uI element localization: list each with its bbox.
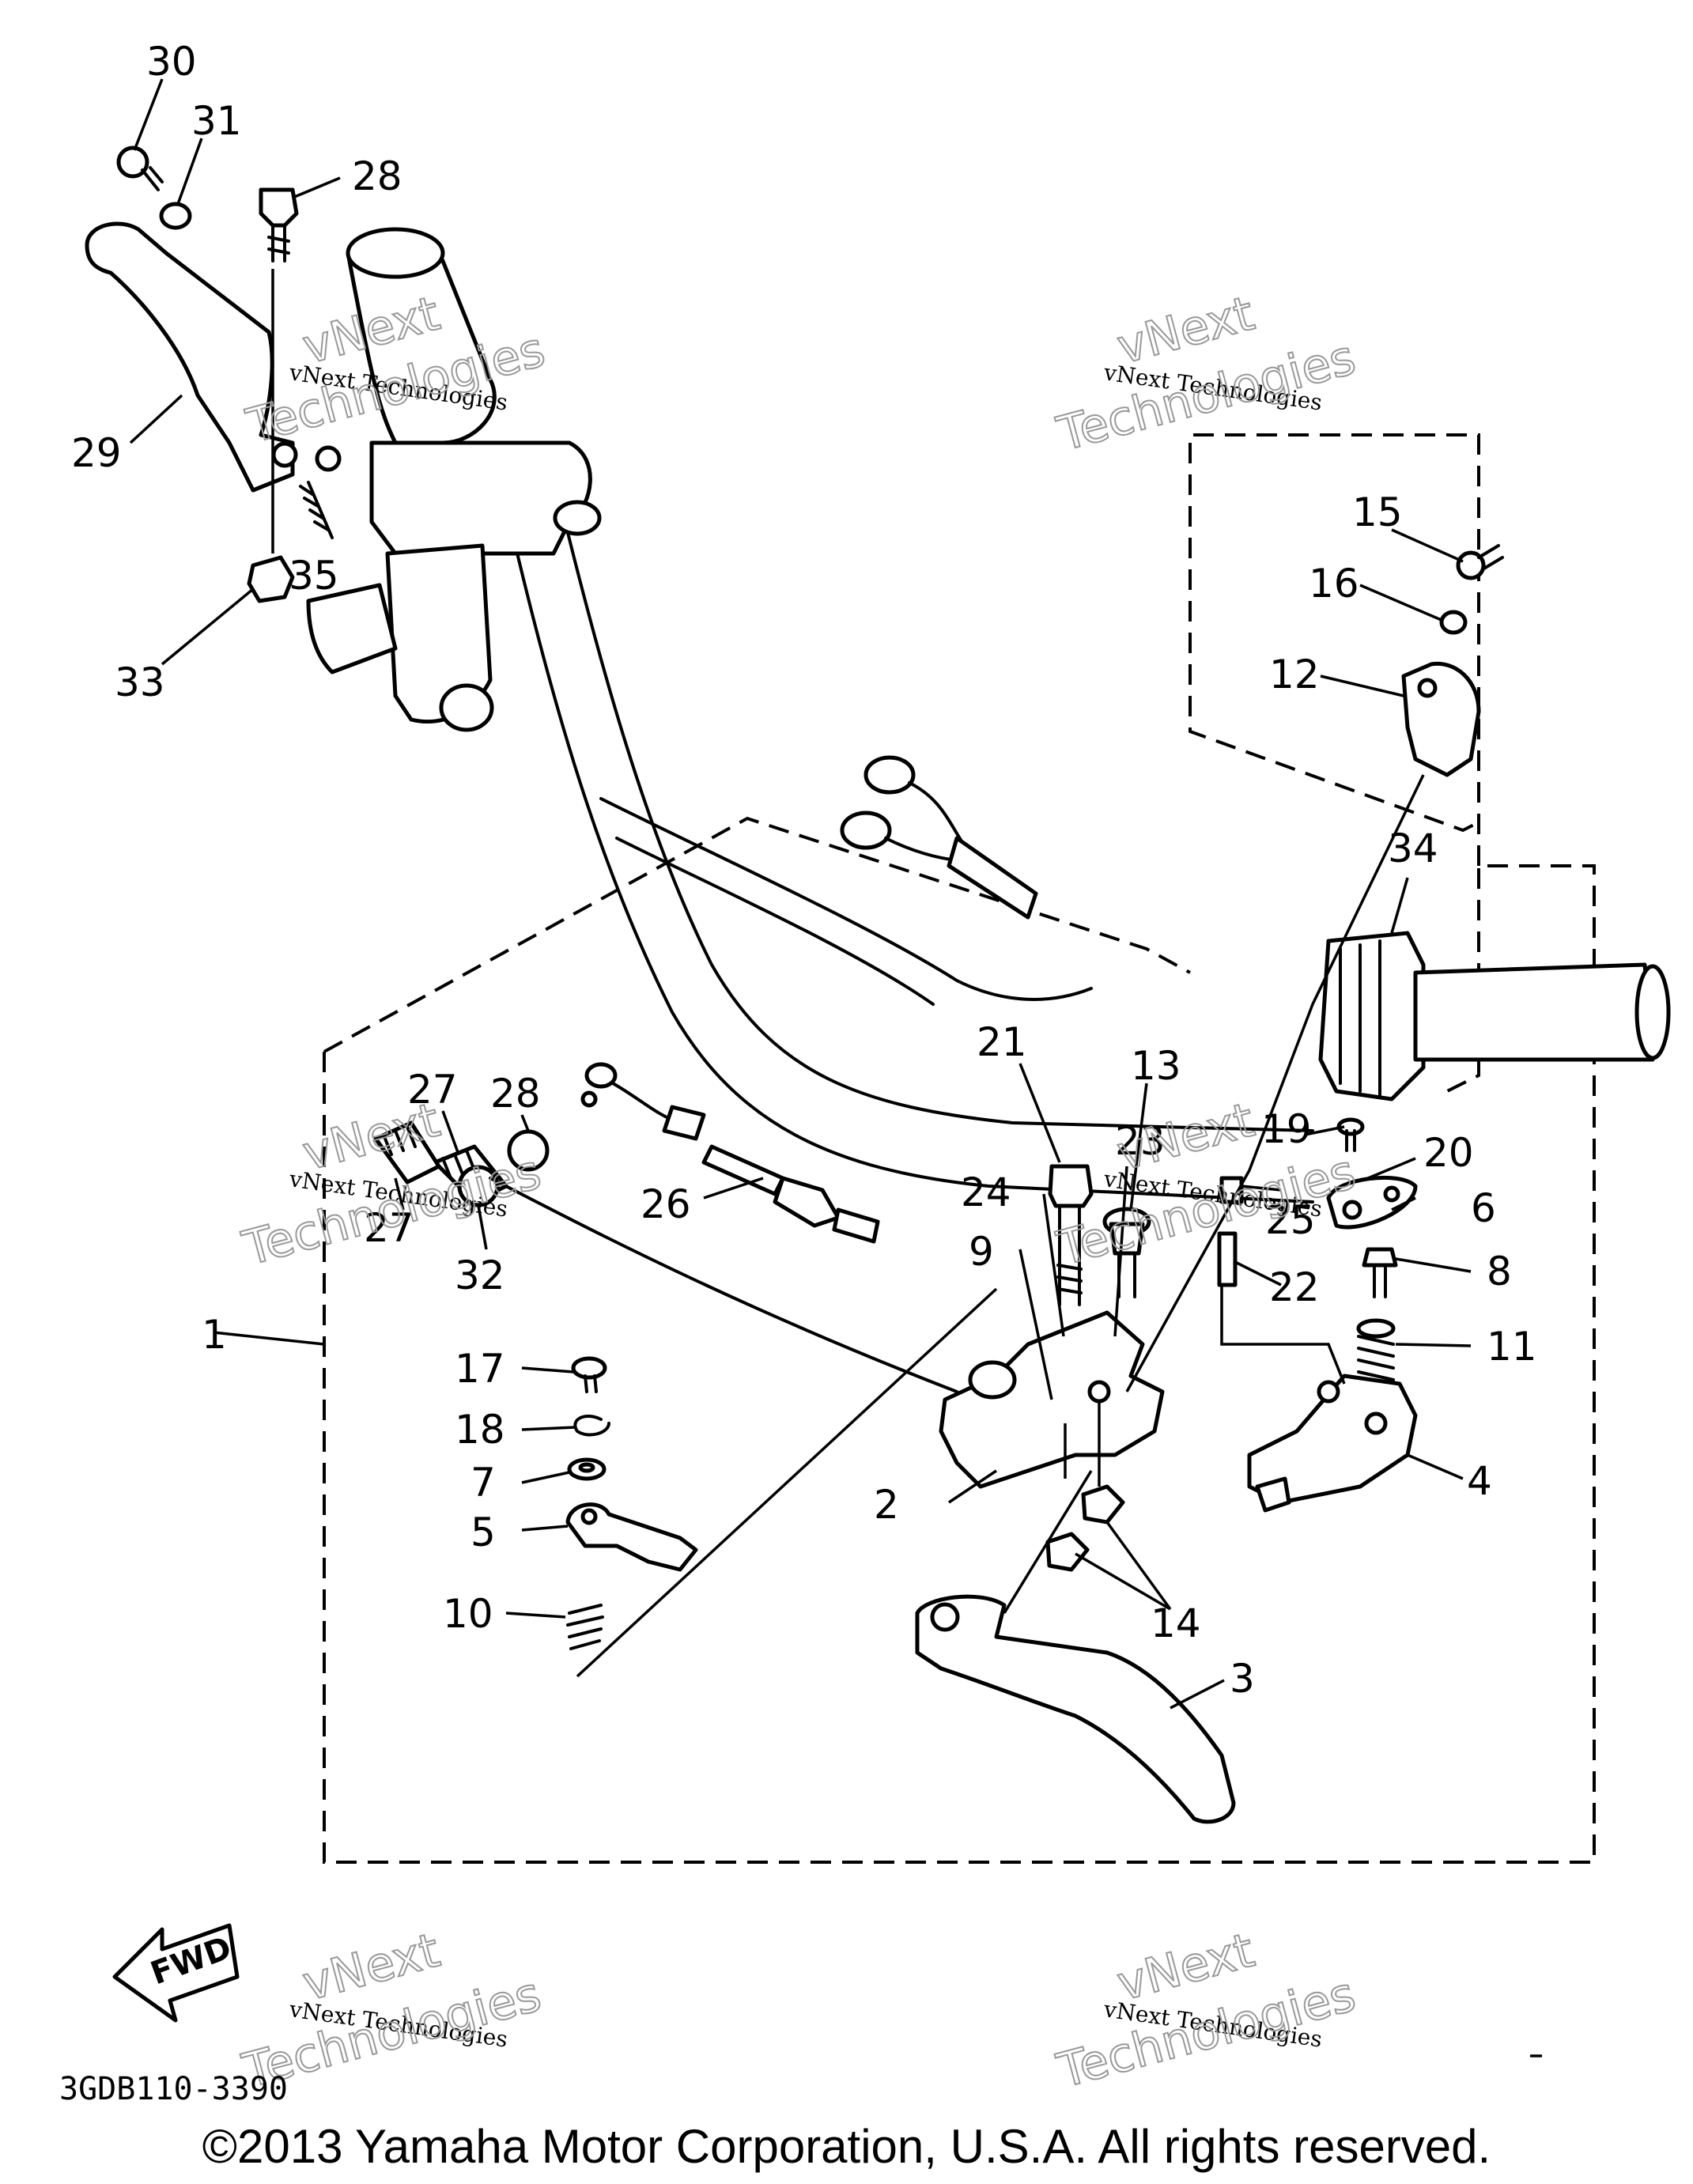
callout-10: 10	[443, 1591, 493, 1637]
callout-35: 34	[1388, 826, 1438, 871]
drawing-code: 3GDB110-3390	[59, 2071, 288, 2107]
callout-5: 5	[470, 1510, 496, 1555]
right-grip	[1413, 962, 1671, 1062]
callout-19: 19	[1261, 1106, 1312, 1152]
screw-19	[1336, 1117, 1365, 1152]
svg-text:vNext: vNext	[1112, 1093, 1260, 1182]
callout-20: 20	[1423, 1130, 1474, 1176]
adjuster-27-lower	[373, 1120, 441, 1185]
adjuster-plate-5	[565, 1502, 698, 1572]
callout-15: 15	[1352, 489, 1403, 535]
washer-7	[567, 1457, 607, 1481]
watermark-bottom-right: vNext vNext Technologies Technologies	[1051, 1922, 1362, 2100]
nut-14a	[1081, 1484, 1125, 1525]
nut-31	[247, 555, 295, 603]
callout-1: 1	[202, 1312, 227, 1358]
callout-4: 4	[1467, 1458, 1492, 1504]
callout-27-lower: 27	[364, 1205, 414, 1251]
bolt-8	[1362, 1247, 1398, 1298]
callout-13: 13	[1131, 1043, 1181, 1089]
callout-18: 18	[455, 1407, 505, 1453]
brake-switch	[1247, 1374, 1418, 1513]
callout-17: 17	[455, 1346, 505, 1392]
spring-11	[1356, 1318, 1396, 1381]
callout-9: 9	[969, 1229, 994, 1275]
bolt-32	[116, 145, 164, 191]
callout-2: 2	[874, 1482, 899, 1528]
callout-14: 14	[1151, 1600, 1201, 1646]
screw-15	[1456, 544, 1504, 580]
callout-numbers: 30 31 28 29 35 33 15 16 12 34 21 13 23 2…	[71, 39, 1537, 1702]
nut-14b	[1045, 1532, 1090, 1572]
callout-11: 11	[1487, 1324, 1537, 1370]
leader-lines	[129, 78, 1472, 1710]
callout-21: 21	[977, 1019, 1027, 1065]
assembly-boundary-upper	[323, 816, 1191, 1053]
callout-3: 3	[1230, 1656, 1255, 1702]
locknut-28-upper	[507, 1129, 550, 1172]
locknut-28-lower	[457, 1165, 500, 1207]
switch-wire-connectors	[840, 755, 1038, 920]
clutch-lever	[85, 221, 342, 539]
callout-8: 8	[1487, 1249, 1512, 1294]
callout-7: 7	[470, 1460, 496, 1506]
callout-22: 22	[1269, 1264, 1320, 1310]
callout-12: 12	[1269, 652, 1320, 697]
callout-25: 25	[1265, 1197, 1316, 1243]
left-grip	[346, 227, 497, 445]
washer-33	[159, 202, 192, 230]
screw-17	[571, 1356, 607, 1393]
bolt-30	[259, 187, 299, 263]
brake-switch-wire	[489, 1177, 958, 1393]
throttle-housing	[1318, 931, 1426, 1101]
callout-30: 28	[352, 153, 402, 199]
callout-26: 26	[641, 1181, 691, 1227]
callout-27-upper: 27	[407, 1067, 458, 1113]
callout-28-lower: 32	[455, 1253, 505, 1298]
handlebar	[504, 473, 1314, 1203]
spring-10	[566, 1604, 604, 1650]
brake-switch-26	[580, 1062, 880, 1244]
brake-lever	[915, 1594, 1236, 1824]
callout-29: 29	[71, 430, 122, 476]
callout-32: 30	[146, 39, 197, 85]
assembly-boundary	[323, 433, 1596, 1864]
callout-16: 16	[1309, 561, 1359, 606]
pin-22	[1217, 1231, 1238, 1287]
callout-28-upper: 28	[490, 1071, 541, 1117]
callout-33: 31	[191, 98, 242, 144]
callout-23: 23	[1115, 1118, 1166, 1164]
guide-lines	[271, 269, 1425, 1678]
clutch-perch-housing	[306, 440, 602, 732]
circlip-18	[573, 1415, 610, 1437]
plate-6	[1326, 1175, 1418, 1230]
callout-6: 6	[1471, 1185, 1496, 1231]
fwd-arrow-icon: FWD	[112, 1923, 240, 2023]
callout-31: 33	[115, 659, 165, 705]
washer-16	[1439, 610, 1468, 635]
callout-24: 24	[961, 1169, 1011, 1215]
callout-34: 35	[289, 553, 339, 599]
bolt-21	[1048, 1164, 1094, 1306]
lever-holder-cap	[1401, 661, 1481, 777]
copyright-notice: ©2013 Yamaha Motor Corporation, U.S.A. A…	[202, 2120, 1491, 2173]
